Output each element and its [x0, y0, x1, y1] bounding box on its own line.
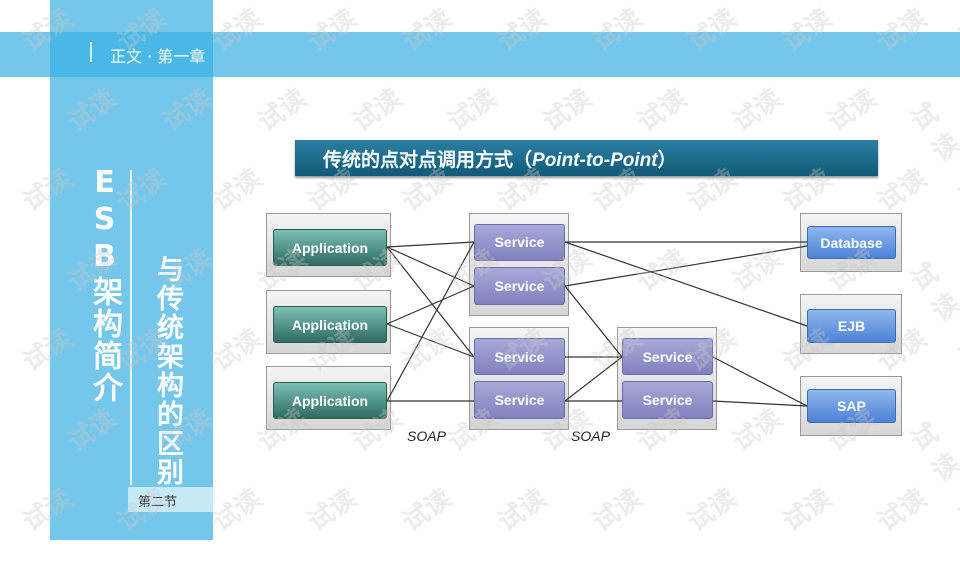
- slide-title: 传统的点对点调用方式（Point-to-Point）: [295, 140, 878, 176]
- service-node: Service: [474, 267, 565, 305]
- header-divider: [90, 42, 92, 62]
- soap-label: SOAP: [571, 428, 610, 444]
- database-node: Database: [807, 226, 896, 259]
- service-node: Service: [474, 224, 565, 261]
- service-node: Service: [474, 338, 565, 375]
- title-en: Point-to-Point: [532, 150, 658, 171]
- service-node: Service: [474, 381, 565, 419]
- sidebar-divider: [130, 170, 132, 485]
- chapter-label: 正文 · 第一章: [110, 47, 206, 66]
- section-badge: 第二节: [128, 487, 213, 512]
- soap-label: SOAP: [407, 428, 446, 444]
- title-end: ）: [657, 149, 677, 171]
- sidebar-subtitle: 与传统架构的区别: [152, 255, 183, 487]
- header-band-overlap: [50, 32, 213, 77]
- application-node: Application: [273, 229, 387, 266]
- title-cn: 传统的点对点调用方式（: [323, 149, 533, 171]
- connection-lines: [386, 241, 808, 407]
- ejb-node: EJB: [807, 309, 896, 343]
- service-node: Service: [622, 381, 713, 419]
- service-node: Service: [622, 338, 713, 375]
- sap-node: SAP: [807, 389, 896, 423]
- application-node: Application: [273, 382, 387, 419]
- application-node: Application: [273, 306, 387, 343]
- sidebar-title: ESB架构简介: [87, 165, 122, 404]
